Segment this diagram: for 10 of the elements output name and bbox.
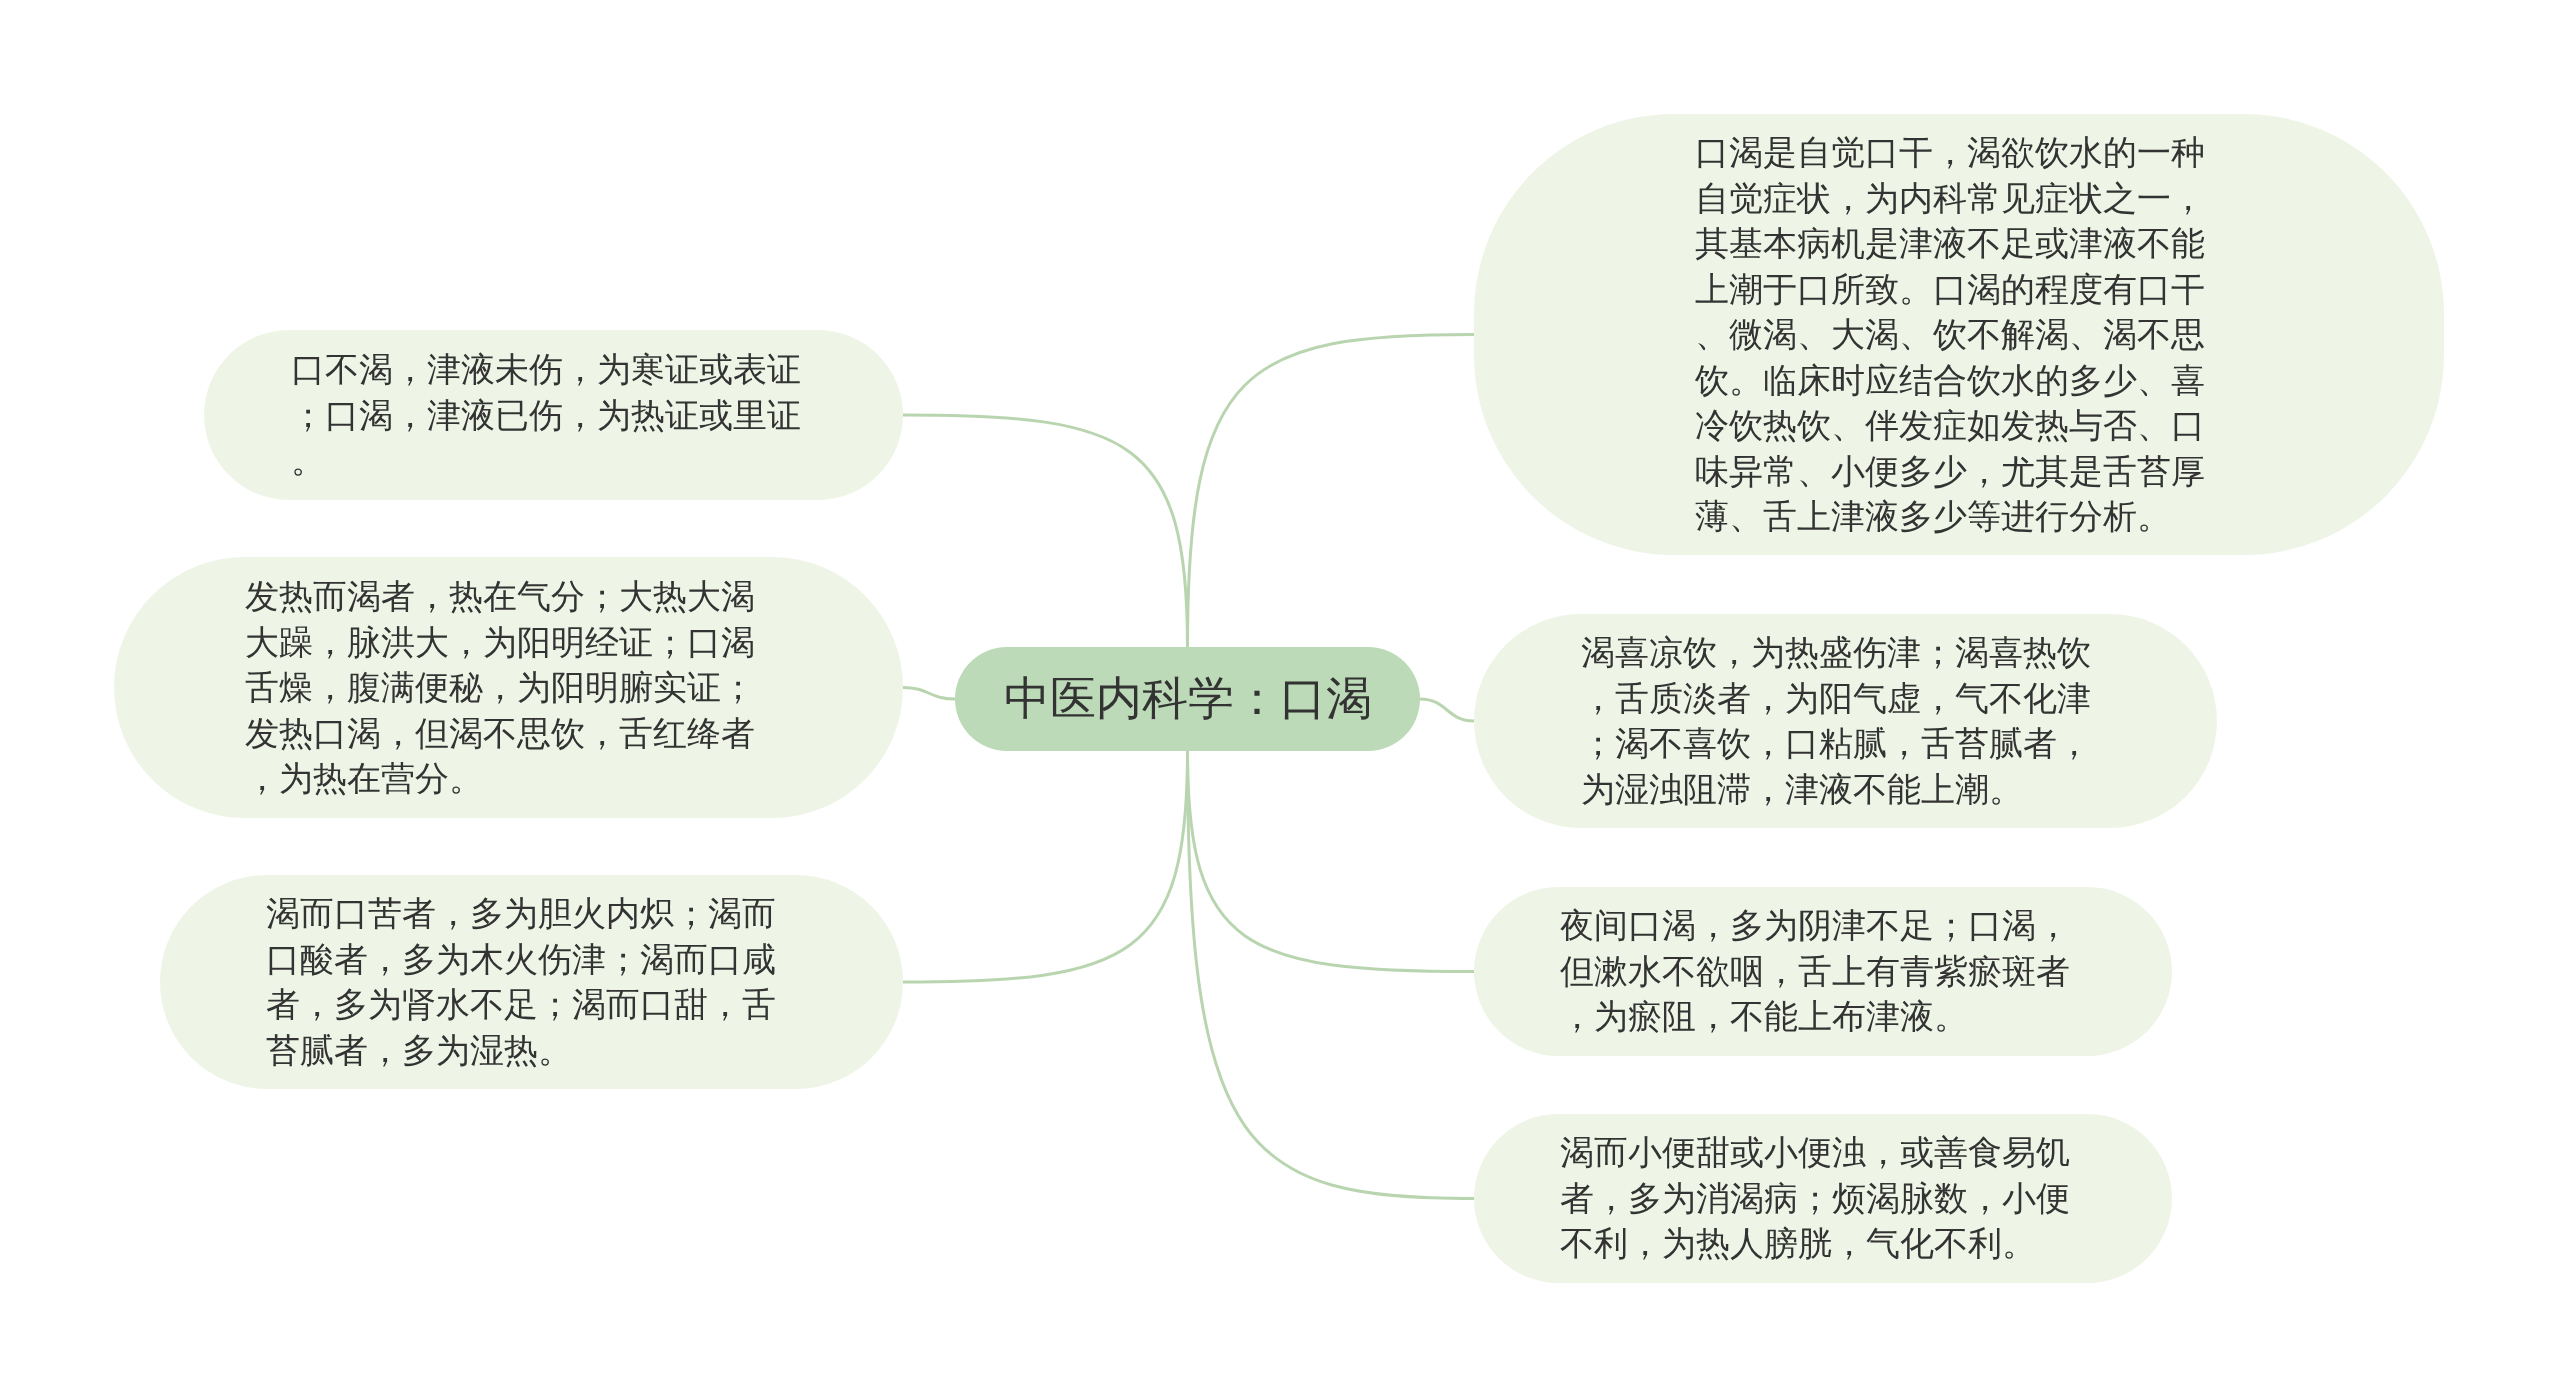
note-text: 渴喜凉饮，为热盛伤津；渴喜热饮，舌质淡者，为阳气虚，气不化津；渴不喜饮，口粘腻，舌苔腻者，为湿浊阻滞，津液不能上潮。 xyxy=(1581,631,2092,811)
topic-text: 中医内科学：口渴 xyxy=(1003,670,1372,727)
connector-line xyxy=(1419,697,1475,723)
note-text: 发热而渴者，热在气分；大热大渴大躁，脉洪大，为阳明经证；口渴舌燥，腹满便秘，为阳明腑实证；发热口渴，但渴不思饮，舌红绛者，为热在营分。 xyxy=(245,575,756,800)
note-text: 口渴是自觉口干，渴欲饮水的一种自觉症状，为内科常见症状之一，其基本病机是津液不足或津液不能上潮于口所致。口渴的程度有口干、微渴、大渴、饮不解渴、渴不思饮。临床时应结合饮水的多少、喜冷饮热饮、伴发症如发热与否、口味异常、小便多少，尤其是舌苔厚薄、舌上津液多少等进行分析。 xyxy=(1695,131,2206,538)
note-text: 渴而小便甜或小便浊，或善食易饥者，多为消渴病；烦渴脉数，小便不利，为热人膀胱，气化不利。 xyxy=(1560,1131,2071,1265)
note-text: 夜间口渴，多为阴津不足；口渴，但漱水不欲咽，舌上有青紫瘀斑者，为瘀阻，不能上布津液。 xyxy=(1560,904,2071,1038)
note-text: 渴而口苦者，多为胆火内炽；渴而口酸者，多为木火伤津；渴而口咸者，多为肾水不足；渴而口甜，舌苔腻者，多为湿热。 xyxy=(266,892,777,1072)
note-text: 口不渴，津液未伤，为寒证或表证；口渴，津液已伤，为热证或里证。 xyxy=(291,348,802,482)
connector-line xyxy=(902,686,956,701)
